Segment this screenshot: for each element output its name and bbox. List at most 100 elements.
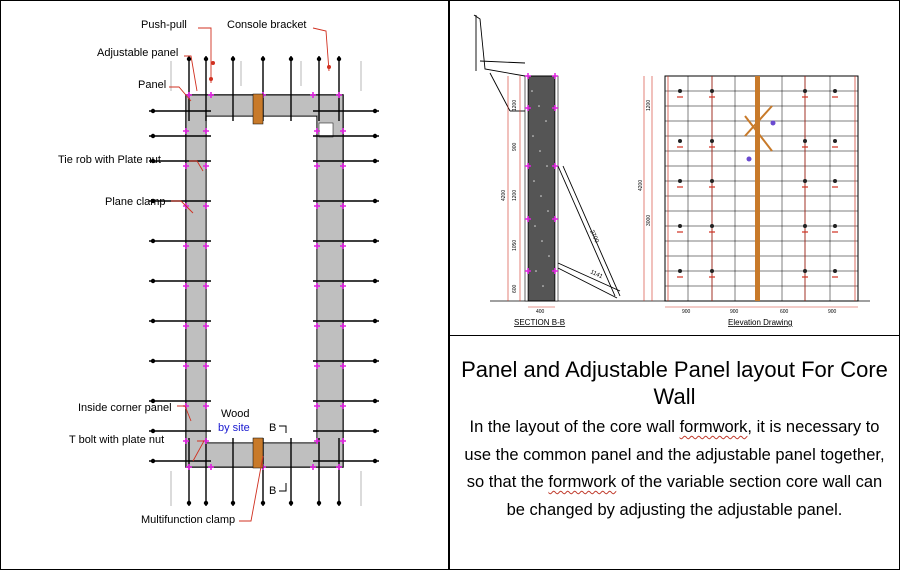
tie-point bbox=[803, 224, 807, 228]
label-by-site: by site bbox=[218, 422, 250, 434]
plane-clamp-marker bbox=[314, 128, 320, 134]
section-marker bbox=[525, 105, 531, 111]
concrete-speck bbox=[546, 165, 548, 167]
label-push-pull: Push-pull bbox=[141, 19, 187, 31]
tie-nut-left bbox=[150, 458, 156, 464]
plane-clamp-marker bbox=[340, 283, 346, 289]
plane-clamp-marker bbox=[314, 323, 320, 329]
tie-nut-right bbox=[372, 428, 378, 434]
tie-nut-top bbox=[203, 56, 209, 62]
elevation-height-dim-1: 1200 bbox=[646, 100, 652, 111]
concrete-speck bbox=[548, 255, 550, 257]
section-dim-5: 600 bbox=[512, 284, 518, 293]
tie-point bbox=[803, 179, 807, 183]
tie-point bbox=[710, 179, 714, 183]
plane-clamp-marker bbox=[340, 243, 346, 249]
description-paragraph: In the layout of the core wall formwork,… bbox=[462, 414, 887, 524]
concrete-speck bbox=[542, 285, 544, 287]
concrete-speck bbox=[533, 180, 535, 182]
section-dim-total: 4200 bbox=[501, 190, 507, 201]
tie-nut-right bbox=[372, 398, 378, 404]
section-dim-3: 1200 bbox=[512, 190, 518, 201]
label-adjustable-panel: Adjustable panel bbox=[97, 47, 178, 59]
plane-clamp-marker bbox=[183, 323, 189, 329]
tie-nut-left bbox=[150, 238, 156, 244]
label-wood: Wood bbox=[221, 408, 250, 420]
tie-nut-bottom bbox=[316, 500, 322, 506]
tie-point bbox=[710, 139, 714, 143]
tie-nut-right bbox=[372, 198, 378, 204]
plane-clamp-marker bbox=[336, 92, 342, 98]
brace-short-dim: 1141 bbox=[589, 269, 604, 280]
tie-nut-right bbox=[372, 238, 378, 244]
plan-view-drawing: Push-pull Console bracket Adjustable pan… bbox=[58, 19, 379, 526]
elevation-width-dim-1: 900 bbox=[682, 309, 691, 315]
plane-clamp-marker bbox=[340, 203, 346, 209]
section-dim-1: 1200 bbox=[512, 100, 518, 111]
tie-nut-left bbox=[150, 398, 156, 404]
elevation-dim-lines bbox=[643, 76, 858, 308]
tie-nut-bottom bbox=[288, 500, 294, 506]
elevation-caption: Elevation Drawing bbox=[728, 318, 792, 327]
tie-nut-left bbox=[150, 133, 156, 139]
leader-lines bbox=[169, 27, 330, 522]
tie-nut-bottom bbox=[230, 500, 236, 506]
adjustable-gap bbox=[318, 122, 334, 138]
section-markers bbox=[525, 73, 558, 287]
section-marker bbox=[525, 73, 531, 79]
wood-infill-top bbox=[252, 93, 264, 469]
tie-nut-right bbox=[372, 158, 378, 164]
tie-point bbox=[803, 89, 807, 93]
concrete-speck bbox=[531, 90, 533, 92]
section-mark-bottom: B bbox=[269, 485, 276, 497]
tie-point bbox=[678, 269, 682, 273]
tie-rods bbox=[149, 56, 379, 506]
plane-clamp-marker bbox=[340, 363, 346, 369]
console-bracket bbox=[473, 14, 526, 112]
tie-nut-right bbox=[372, 278, 378, 284]
elevation-markers bbox=[677, 89, 838, 278]
concrete-speck bbox=[545, 120, 547, 122]
plane-clamp-marker bbox=[183, 283, 189, 289]
tie-point bbox=[833, 224, 837, 228]
tie-nut-bottom bbox=[203, 500, 209, 506]
section-marker bbox=[525, 163, 531, 169]
label-multifunction-clamp: Multifunction clamp bbox=[141, 514, 235, 526]
desc-term-formwork-2: formwork bbox=[548, 473, 617, 491]
wall-hatch-block bbox=[186, 443, 343, 467]
plane-clamp-marker bbox=[314, 403, 320, 409]
elevation-width-dim-2: 900 bbox=[730, 309, 739, 315]
tie-nut-top bbox=[186, 56, 192, 62]
tie-nut-right bbox=[372, 108, 378, 114]
section-dim-4: 1050 bbox=[512, 240, 518, 251]
page-title: Panel and Adjustable Panel layout For Co… bbox=[461, 357, 888, 409]
elevation-grid bbox=[664, 75, 859, 302]
tie-point bbox=[833, 139, 837, 143]
section-mark bbox=[279, 425, 287, 492]
section-dim-width: 400 bbox=[536, 309, 545, 315]
tie-nut-right bbox=[372, 318, 378, 324]
desc-term-formwork-1: formwork bbox=[679, 418, 748, 436]
tie-point bbox=[710, 89, 714, 93]
concrete-speck bbox=[535, 270, 537, 272]
section-marker bbox=[552, 105, 558, 111]
label-panel: Panel bbox=[138, 79, 166, 91]
section-wall bbox=[524, 75, 559, 302]
concrete-speck bbox=[534, 225, 536, 227]
tie-point bbox=[710, 269, 714, 273]
plane-clamp-marker bbox=[203, 403, 209, 409]
section-marker bbox=[552, 73, 558, 79]
tie-point bbox=[678, 224, 682, 228]
tie-point bbox=[678, 179, 682, 183]
elevation-height-dim-2: 4200 bbox=[638, 180, 644, 191]
section-marker bbox=[552, 268, 558, 274]
tie-nut-right bbox=[372, 358, 378, 364]
plane-clamp-marker bbox=[208, 92, 214, 98]
tie-nut-bottom bbox=[336, 500, 342, 506]
plane-clamp-marker bbox=[336, 464, 342, 470]
label-t-bolt: T bolt with plate nut bbox=[69, 434, 164, 446]
concrete-speck bbox=[540, 195, 542, 197]
plane-clamp-marker bbox=[203, 363, 209, 369]
plane-clamp-marker bbox=[310, 92, 316, 98]
tie-point bbox=[833, 179, 837, 183]
